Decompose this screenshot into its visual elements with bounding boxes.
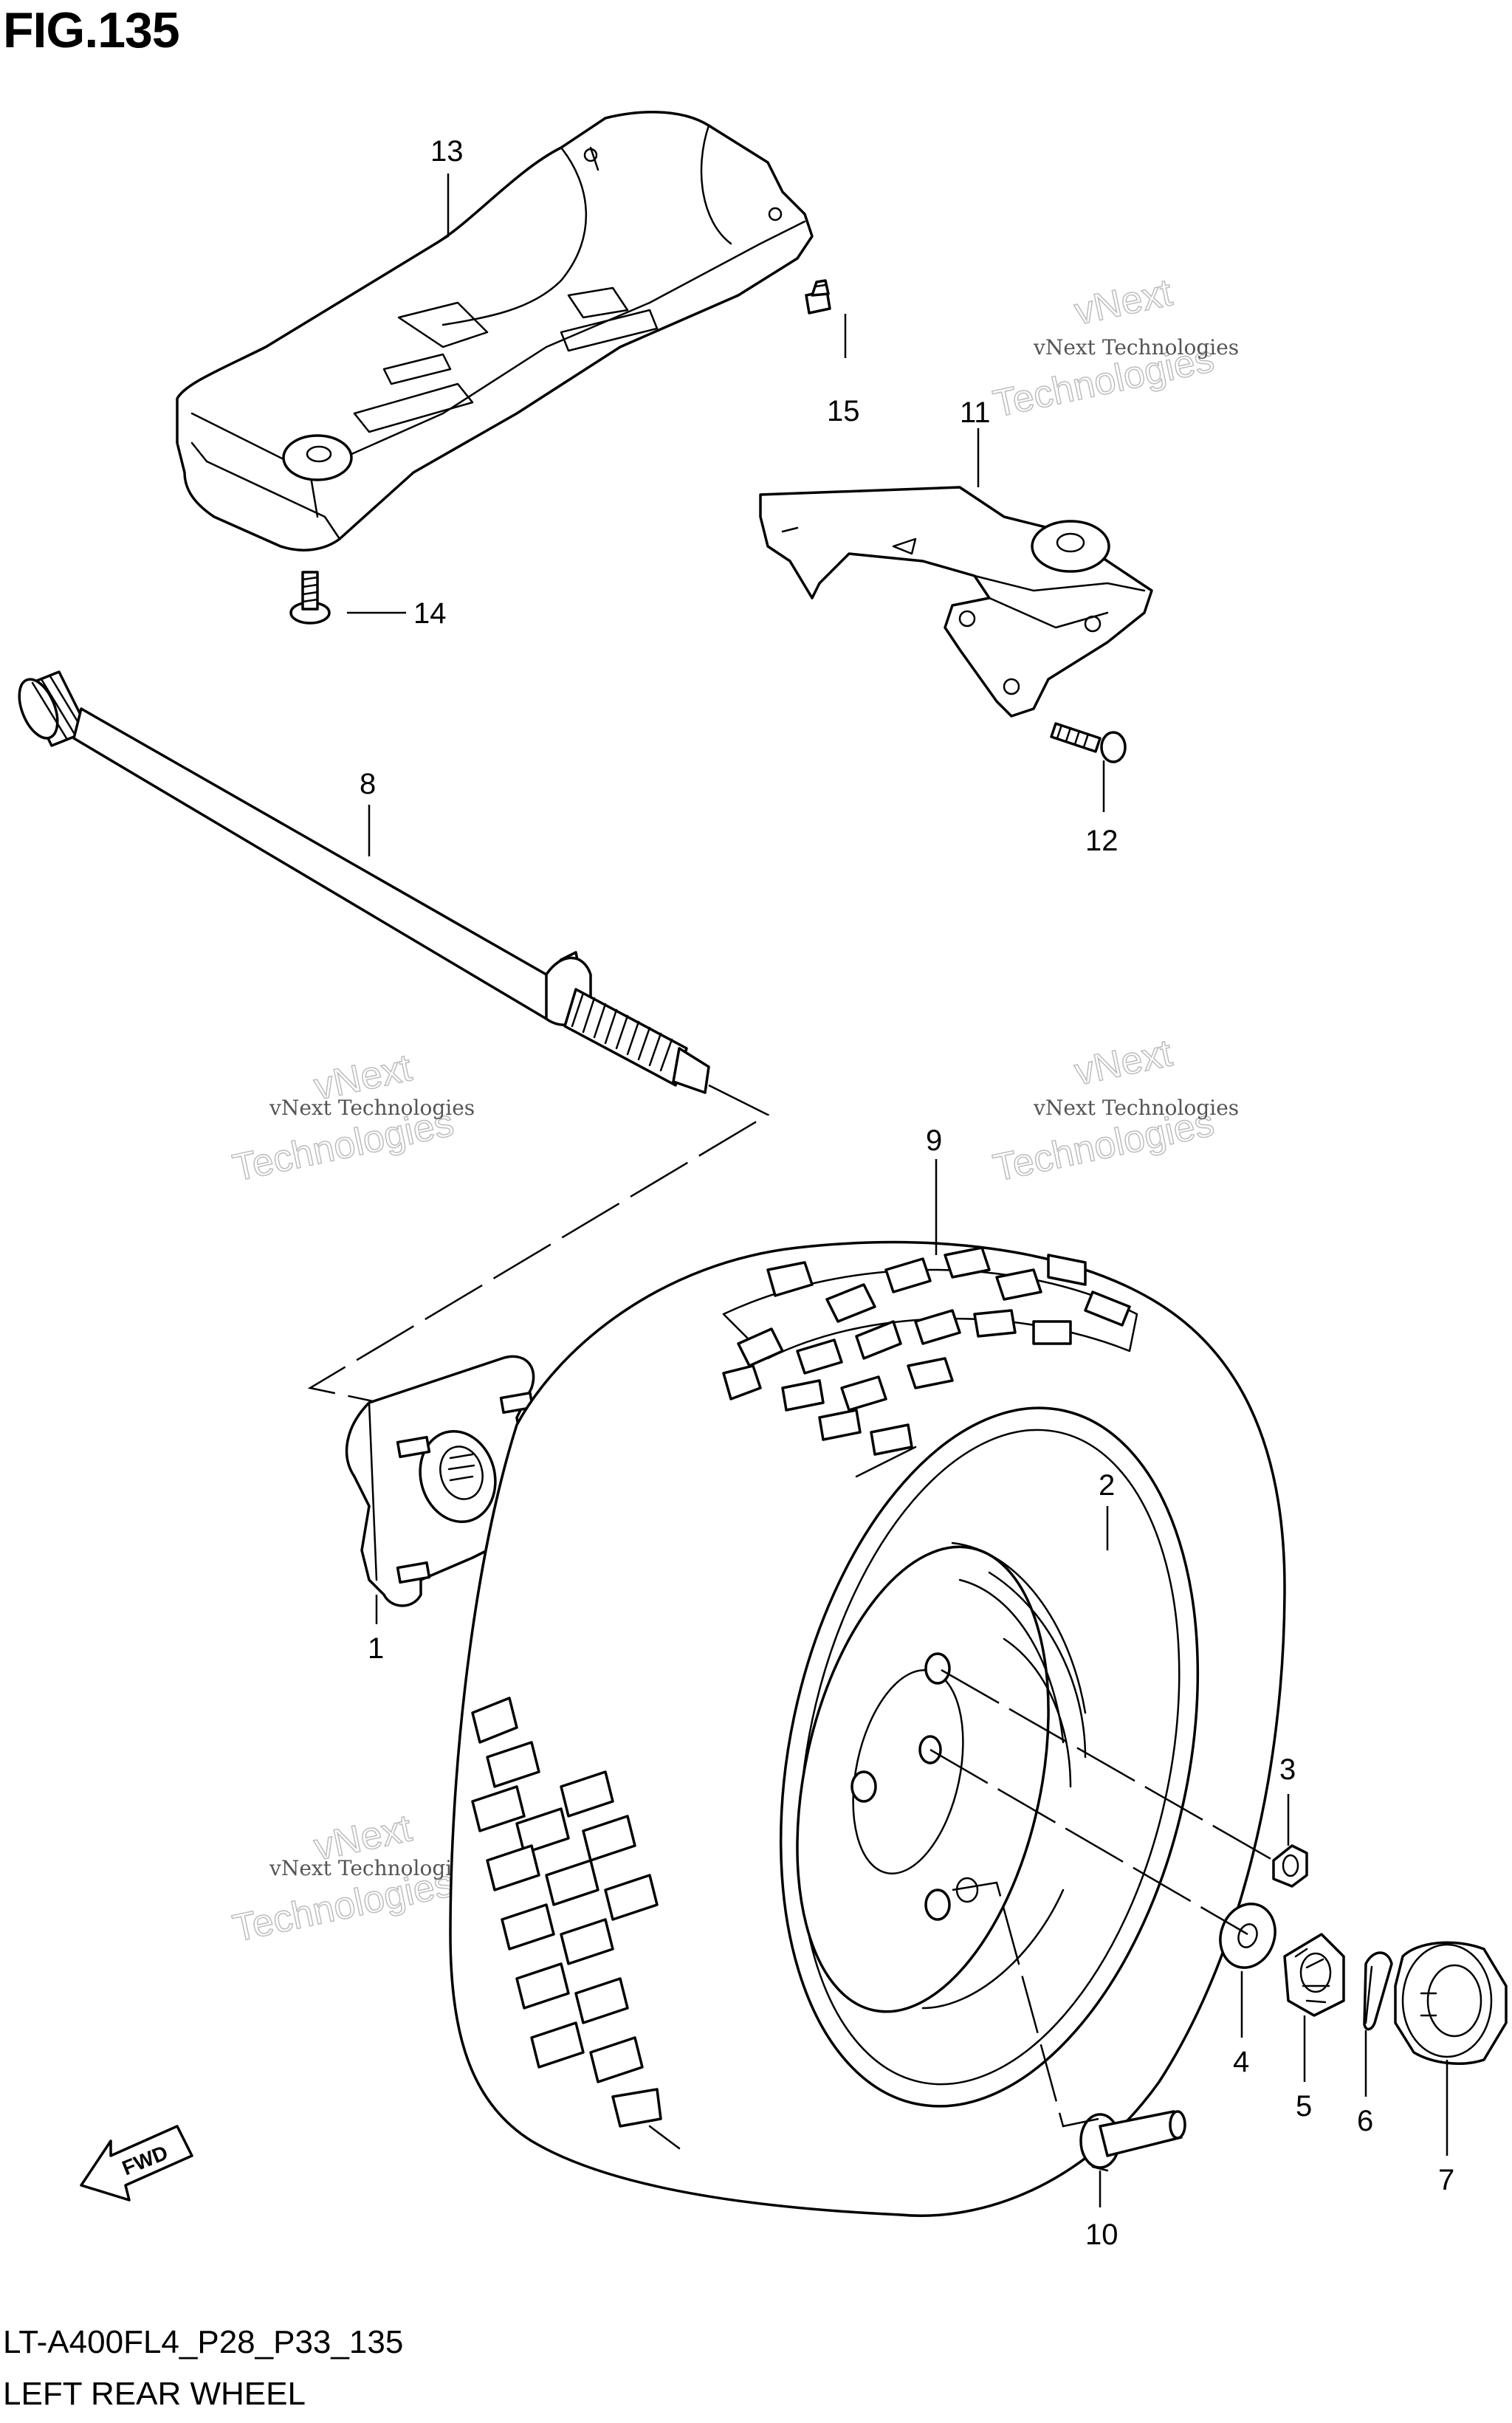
callout-4: 4 — [1233, 2046, 1249, 2078]
watermark-small-text: vNext Technologies — [1033, 1096, 1239, 1120]
fwd-direction-arrow: FWD — [80, 2125, 193, 2202]
watermark-big-text: vNext — [1071, 1031, 1176, 1093]
callout-13: 13 — [430, 135, 464, 168]
alignment-line-valve — [952, 1881, 1099, 2128]
part-8-drive-shaft — [18, 670, 710, 1094]
part-10-valve — [1079, 2110, 1186, 2172]
callout-15: 15 — [827, 395, 860, 427]
callout-3: 3 — [1279, 1753, 1296, 1786]
alignment-line-nut — [941, 1668, 1274, 1862]
part-7-hub-cap — [1394, 1941, 1508, 2065]
watermark-small-text: vNext Technologies — [269, 1856, 475, 1880]
watermark-group-4: Technologies vNext vNext Technologies — [989, 1031, 1239, 1191]
callout-7: 7 — [1438, 2164, 1454, 2196]
watermark-group-5: Technologies vNext vNext Technologies — [229, 1807, 475, 1951]
alignment-line-washer — [929, 1748, 1248, 1936]
part-9-tire — [449, 1240, 1286, 2217]
callout-11: 11 — [960, 396, 991, 429]
watermark-big-text: vNext — [1071, 271, 1176, 333]
callout-6: 6 — [1357, 2105, 1373, 2137]
callout-14: 14 — [413, 597, 447, 630]
watermark-small-text: vNext Technologies — [1033, 335, 1239, 360]
part-4-washer — [1219, 1903, 1276, 1969]
callout-1: 1 — [368, 1632, 384, 1665]
figure-name: LEFT REAR WHEEL — [3, 2376, 306, 2412]
callout-9: 9 — [926, 1124, 942, 1157]
callout-5: 5 — [1296, 2090, 1312, 2123]
part-13-skid-plate — [176, 111, 814, 551]
watermark-group-2: Technologies vNext vNext Technologies — [989, 271, 1239, 427]
part-12-bolt — [1050, 722, 1127, 763]
part-15-bolt — [805, 279, 831, 315]
figure-title: FIG.135 — [3, 2, 180, 58]
watermark-small-text: vNext Technologies — [269, 1096, 475, 1120]
callout-12: 12 — [1085, 825, 1118, 857]
part-3-nut — [1272, 1844, 1308, 1888]
callout-2: 2 — [1099, 1469, 1115, 1502]
callout-8: 8 — [360, 768, 376, 800]
part-11-bracket — [759, 486, 1153, 718]
watermark-group-3: Technologies vNext vNext Technologies — [229, 1046, 475, 1191]
leader-lines — [347, 173, 1449, 2207]
figure-code: LT-A400FL4_P28_P33_135 — [3, 2324, 404, 2360]
part-14-bolt — [289, 571, 331, 625]
part-6-cotter-pin — [1363, 1951, 1393, 2031]
callout-10: 10 — [1085, 2218, 1118, 2251]
part-5-castle-nut — [1283, 1933, 1345, 2017]
